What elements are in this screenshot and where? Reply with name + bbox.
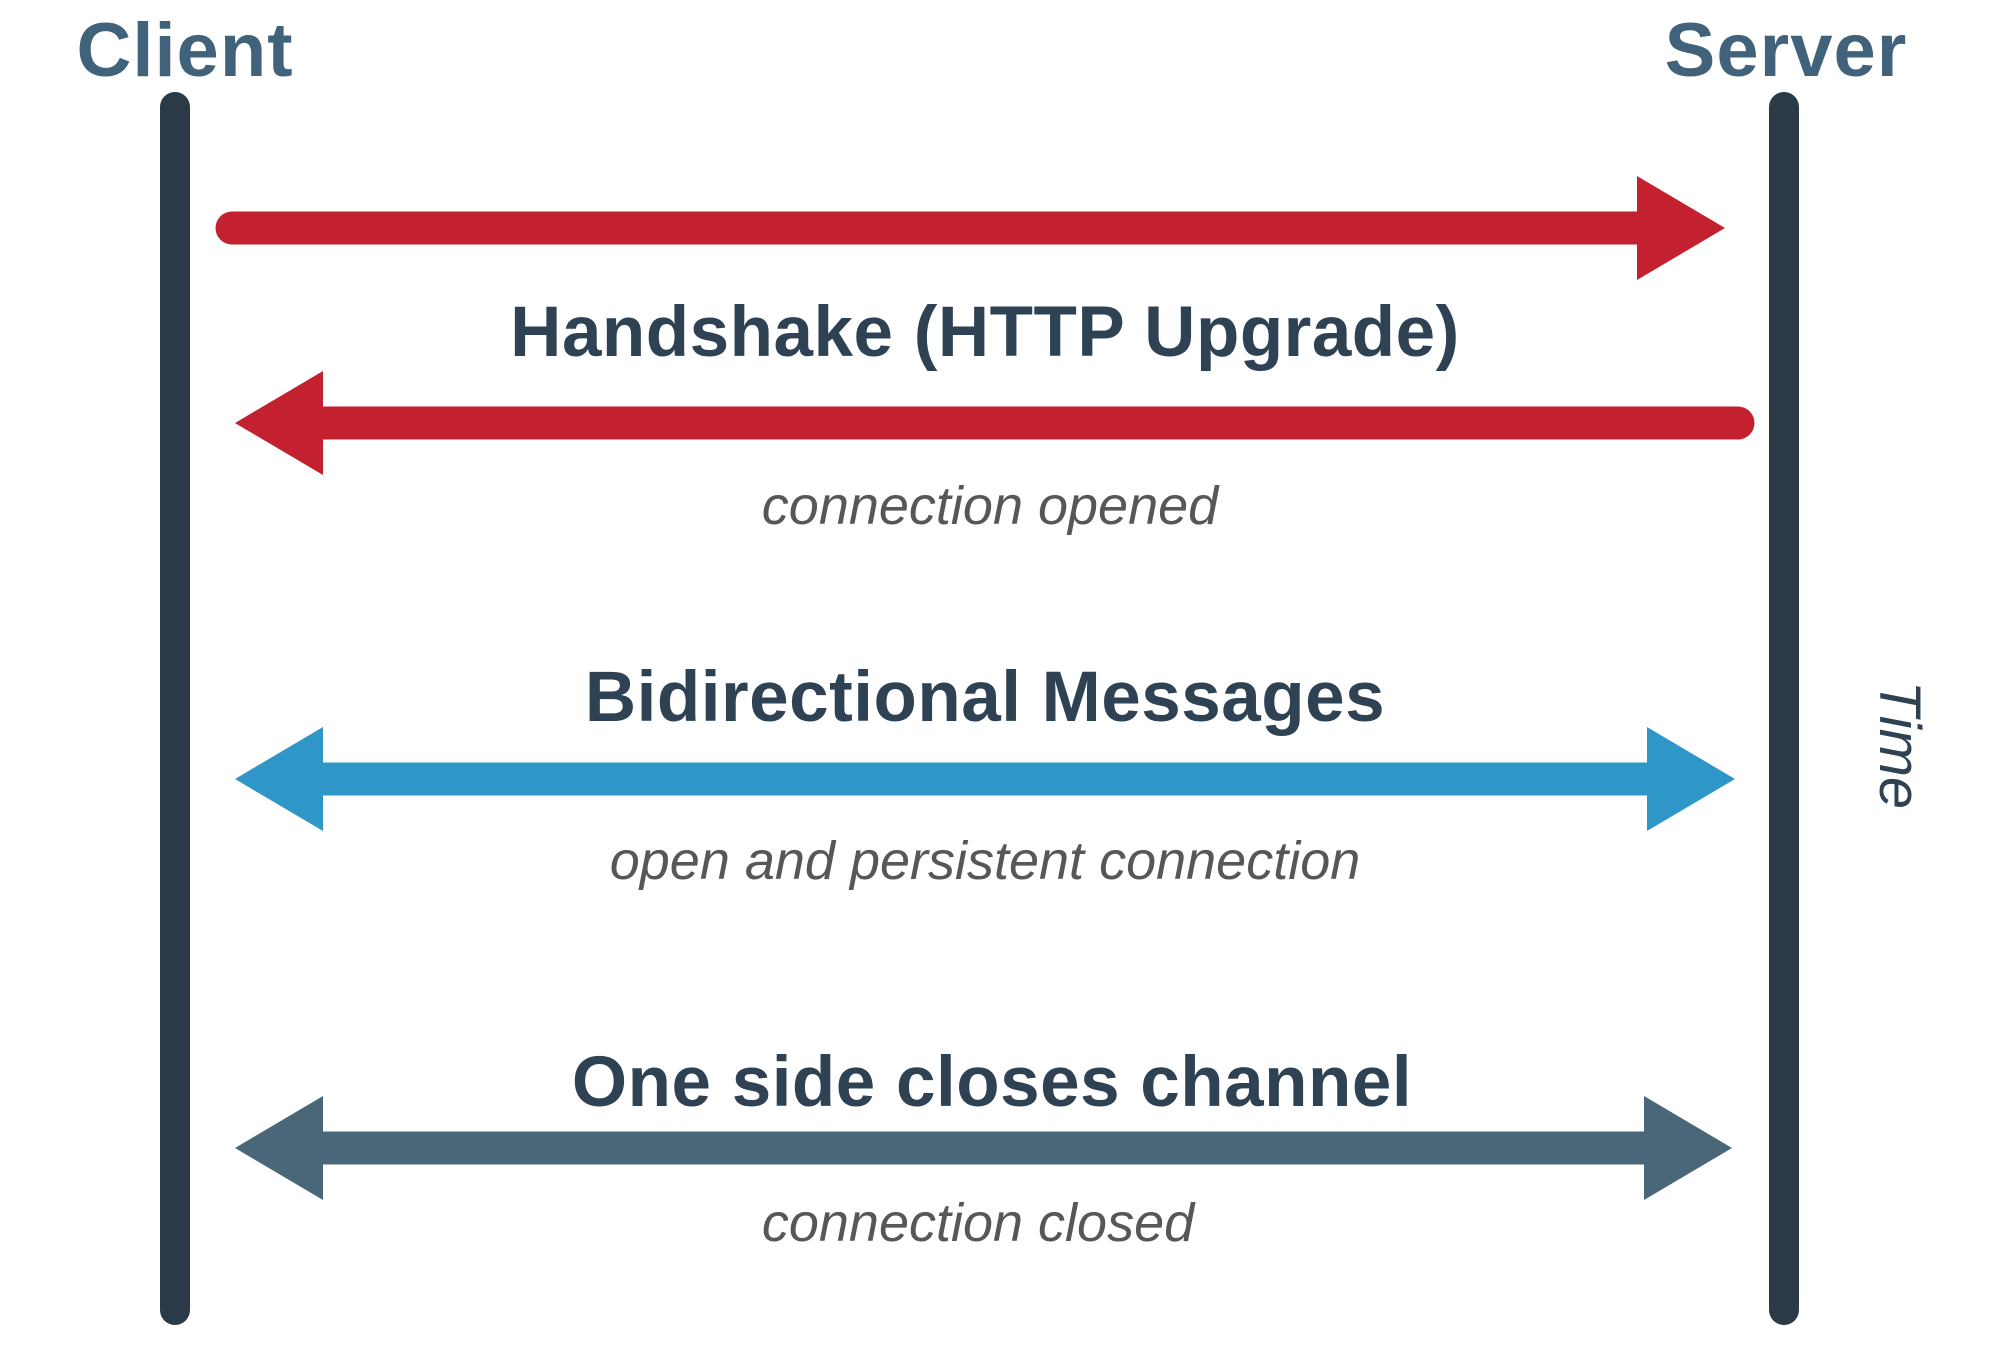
close-channel-left-arrowhead-icon <box>235 1096 323 1200</box>
handshake-message-label: Handshake (HTTP Upgrade) <box>510 293 1460 372</box>
bidirectional-arrow <box>235 727 1735 831</box>
close-channel-right-arrowhead-icon <box>1644 1096 1732 1200</box>
bidirectional-left-arrowhead-icon <box>235 727 323 831</box>
bidirectional-message-label: Bidirectional Messages <box>585 658 1385 737</box>
time-axis-label: Time <box>1867 681 1932 809</box>
server-actor-label: Server <box>1665 8 1908 93</box>
handshake-response-arrow <box>235 371 1755 475</box>
connection-opened-note: connection opened <box>762 476 1220 536</box>
close-channel-message-label: One side closes channel <box>572 1043 1412 1122</box>
handshake-response-arrowhead-icon <box>235 371 323 475</box>
client-actor-label: Client <box>76 8 293 93</box>
bidirectional-right-arrowhead-icon <box>1647 727 1735 831</box>
handshake-request-arrowhead-icon <box>1637 176 1725 280</box>
close-channel-arrow <box>235 1096 1732 1200</box>
connection-closed-note: connection closed <box>762 1193 1196 1253</box>
handshake-request-arrow <box>215 176 1725 280</box>
persistent-connection-note: open and persistent connection <box>610 831 1361 891</box>
